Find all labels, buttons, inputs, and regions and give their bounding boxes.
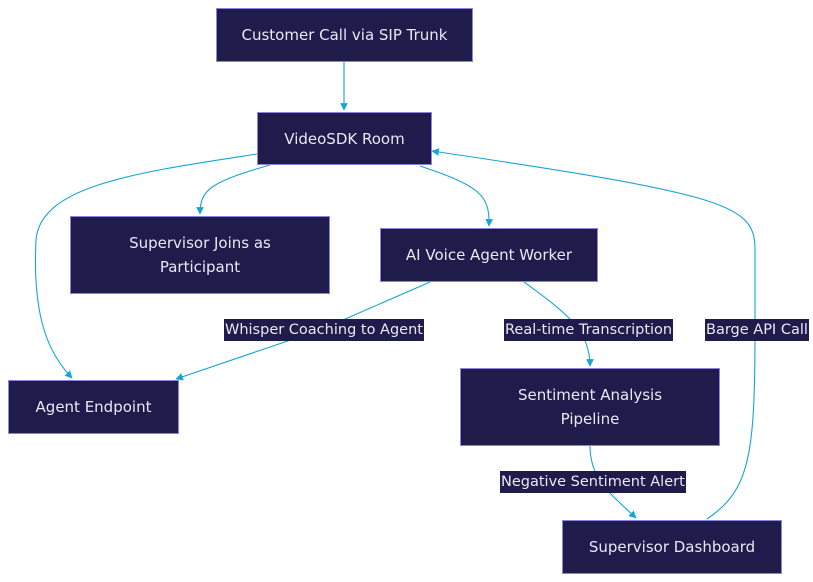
edge-room-to-supervisor-joins [196,164,271,215]
node-supervisor-dashboard: Supervisor Dashboard [562,520,782,574]
node-sentiment-pipeline-label: Sentiment Analysis Pipeline [517,386,663,428]
node-videosdk-room-label: VideoSDK Room [284,129,405,148]
node-sentiment-pipeline: Sentiment Analysis Pipeline [460,368,720,446]
edge-dashboard-to-room [431,148,756,520]
node-ai-voice-agent-label: AI Voice Agent Worker [405,246,573,264]
edge-room-to-agent-endpoint [34,153,258,379]
node-supervisor-joins: Supervisor Joins as Participant [70,216,330,294]
node-customer-call: Customer Call via SIP Trunk [216,8,473,62]
edge-label-transcription: Real-time Transcription [504,319,674,341]
node-supervisor-joins-label: Supervisor Joins as Participant [129,234,271,276]
edge-label-whisper: Whisper Coaching to Agent [224,319,424,341]
edge-label-negative-alert: Negative Sentiment Alert [500,471,686,493]
node-agent-endpoint: Agent Endpoint [8,380,179,434]
node-customer-call-label: Customer Call via SIP Trunk [241,26,448,44]
edge-label-barge: Barge API Call [705,319,809,341]
node-ai-voice-agent: AI Voice Agent Worker [380,228,598,282]
edge-room-to-ai-agent [419,165,494,227]
node-agent-endpoint-label: Agent Endpoint [35,398,152,416]
node-videosdk-room: VideoSDK Room [257,112,432,165]
node-supervisor-dashboard-label: Supervisor Dashboard [588,538,756,556]
